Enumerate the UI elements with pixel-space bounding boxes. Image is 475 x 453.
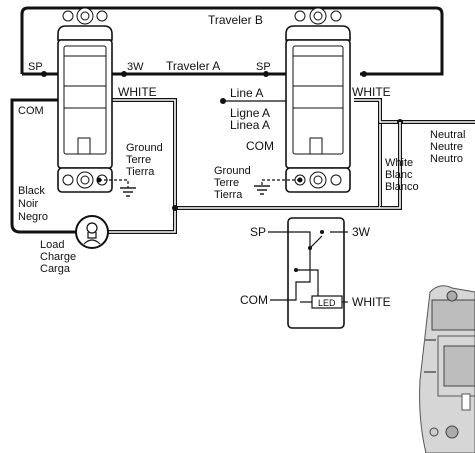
white-right-label: WHITE: [352, 85, 391, 99]
ground-left-label: Ground Terre Tierra: [126, 142, 166, 178]
right-switch: [285, 7, 351, 193]
sp-right-label: SP: [256, 61, 271, 73]
white-left-label: WHITE: [118, 85, 157, 99]
light-bulb-icon: [75, 215, 109, 249]
com-left-label: COM: [18, 105, 44, 117]
inset-led-label: LED: [318, 298, 336, 308]
inset-3w-label: 3W: [352, 225, 371, 239]
device-photo: [419, 285, 475, 453]
traveler-b-label: Traveler B: [208, 13, 263, 27]
white-wire-label: White Blanc Blanco: [385, 157, 419, 193]
black-wire: [10, 98, 76, 234]
ground-left-icon: [99, 179, 136, 197]
switch-schematic-inset: [268, 217, 348, 329]
black-wire-label: Black Noir Negro: [18, 185, 48, 223]
line-a-label: Line A: [230, 86, 263, 100]
neutral-label: Neutral Neutre Neutro: [430, 129, 469, 165]
inset-white-label: WHITE: [352, 295, 391, 309]
3w-left-label: 3W: [127, 61, 144, 73]
inset-sp-label: SP: [250, 225, 266, 239]
ligne-a-label: Ligne A Linea A: [230, 106, 273, 132]
load-label: Load Charge Carga: [40, 239, 79, 275]
inset-com-label: COM: [240, 293, 268, 307]
traveler-a-label: Traveler A: [166, 59, 220, 73]
wires: [10, 6, 475, 234]
sp-left-label: SP: [28, 61, 43, 73]
traveler-b-wire: [20, 6, 444, 76]
labels: Traveler B Traveler A SP 3W WHITE COM Gr…: [18, 13, 469, 309]
ground-right-label: Ground Terre Tierra: [214, 165, 254, 201]
ground-right-icon: [254, 179, 300, 195]
com-right-label: COM: [246, 139, 274, 153]
left-switch: [57, 7, 113, 193]
